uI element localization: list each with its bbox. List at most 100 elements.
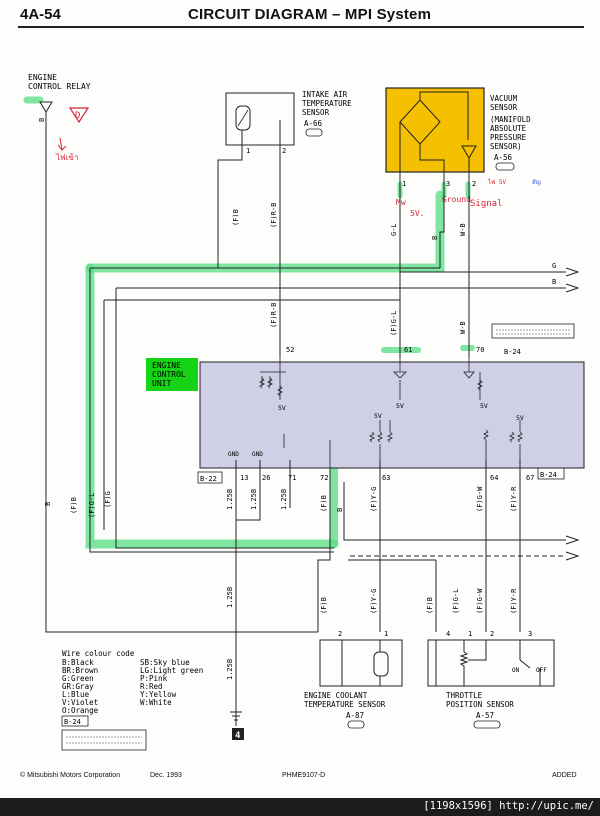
vacuum-label-2: SENSOR <box>490 103 518 112</box>
ground-number-box <box>232 728 244 740</box>
throttle-pin-1: 1 <box>468 630 472 638</box>
wire-label-wb-mid: W-B <box>459 321 467 334</box>
throttle-pin-3: 3 <box>528 630 532 638</box>
intake-air-sensor-box <box>225 92 295 146</box>
connector-b24-top <box>491 323 575 339</box>
handwritten-relay-note: ไฟเข้า <box>55 153 78 162</box>
wire-label-125b-1: 1.25B <box>226 489 234 510</box>
handwritten-small-note: ไฟ 5V <box>487 178 506 186</box>
ecu-pin-52: 52 <box>286 346 294 354</box>
wire-label-125b-4: 1.25B <box>226 587 234 608</box>
vacuum-label-6: SENSOR) <box>490 142 522 151</box>
relay-label-2: CONTROL RELAY <box>28 82 91 91</box>
ecu-label-1: ENGINE <box>152 361 181 370</box>
wire-label-g-right: G <box>552 262 556 270</box>
wire-label-fgl-throttle: (F)G-L <box>452 589 460 614</box>
ecu-5v-c: 5V <box>480 402 488 410</box>
wire-label-125b-2: 1.25B <box>250 489 258 510</box>
intake-pin-2: 2 <box>282 147 286 155</box>
footer-company: © Mitsubishi Motors Corporation <box>20 772 121 779</box>
ecu-gnd-1: GND <box>228 451 239 458</box>
svg-text:GR:Gray: GR:Gray <box>62 682 94 691</box>
wire-label-fb-left: (F)B <box>70 497 78 514</box>
handwritten-d: D <box>75 111 80 121</box>
watermark-text: [1198x1596] http://upic.me/ <box>423 800 594 812</box>
ecu-internal-circuit <box>259 358 523 470</box>
coolant-connector-id: A-87 <box>346 711 364 720</box>
ecu-gnd-2: GND <box>252 451 263 458</box>
connector-b24-label: B-24 <box>504 348 521 356</box>
connector-b24-bottom-label: B-24 <box>540 471 557 479</box>
thermistor-icon <box>373 651 389 677</box>
throttle-label-1: THROTTLE <box>446 691 483 700</box>
connector-icon <box>495 162 515 171</box>
handwritten-small-note-2: สัญ <box>532 179 541 186</box>
wire-label-fg-left: (F)G <box>104 491 112 508</box>
coolant-label-2: TEMPERATURE SENSOR <box>304 700 386 709</box>
svg-text:O:Orange: O:Orange <box>62 706 99 715</box>
coolant-pin-1: 1 <box>384 630 388 638</box>
ecu-pin-67: 67 <box>526 474 534 482</box>
throttle-connector-id: A-57 <box>476 711 494 720</box>
relay-terminal-icon <box>39 101 53 113</box>
thermistor-icon <box>235 105 251 131</box>
intake-pin-1: 1 <box>246 147 250 155</box>
coolant-pin-2: 2 <box>338 630 342 638</box>
legend-title: Wire colour code <box>62 649 135 658</box>
vacuum-pin-3: 3 <box>446 180 450 188</box>
throttle-off-label: OFF <box>536 667 547 674</box>
svg-text:LG:Light green: LG:Light green <box>140 666 203 675</box>
throttle-on-label: ON <box>512 667 520 674</box>
throttle-pin-2: 2 <box>490 630 494 638</box>
legend-right-column: SB:Sky blue LG:Light green P:Pink R:Red … <box>140 658 203 707</box>
intake-air-label-2: TEMPERATURE <box>302 99 352 108</box>
wire-label-frb-top: (F)R-B <box>270 203 278 228</box>
vacuum-label-3: (MANIFOLD <box>490 115 531 124</box>
vacuum-pin-1: 1 <box>402 180 406 188</box>
throttle-label-2: POSITION SENSOR <box>446 700 514 709</box>
connector-b24-bottom-box <box>537 467 565 480</box>
page-title: CIRCUIT DIAGRAM – MPI System <box>188 6 432 23</box>
wire-label-fb-72: (F)B <box>320 495 328 512</box>
throttle-pin-4: 4 <box>446 630 450 638</box>
wire-label-125b-5: 1.25B <box>226 659 234 680</box>
svg-text:B:Black: B:Black <box>62 658 94 667</box>
amplifier-icon <box>461 145 477 159</box>
connector-b22-label: B-22 <box>200 475 217 483</box>
connector-icon <box>305 128 323 137</box>
footer-status: ADDED <box>552 772 577 779</box>
page-number: 4A-54 <box>20 6 61 23</box>
wire-label-fyg-coolant: (F)Y-G <box>370 589 378 614</box>
intake-air-label-1: INTAKE AIR <box>302 90 348 99</box>
relay-label-1: ENGINE <box>28 73 57 82</box>
wire-label-fgl-left: (F)G-L <box>88 493 96 518</box>
ecu-pin-61: 61 <box>404 346 412 354</box>
ecu-5v-d: 5V <box>374 412 382 420</box>
svg-text:Y:Yellow: Y:Yellow <box>140 690 177 699</box>
wire-label-b-right: B <box>552 278 556 286</box>
wires-lower <box>89 268 566 726</box>
wire-label-frb-mid: (F)R-B <box>270 303 278 328</box>
arrow-right-icon <box>565 267 580 293</box>
svg-text:R:Red: R:Red <box>140 682 163 691</box>
footer-date: Dec. 1993 <box>150 772 182 779</box>
svg-text:W:White: W:White <box>140 698 172 707</box>
wire-label-fgw-64: (F)G-W <box>476 486 484 512</box>
ecu-pin-26: 26 <box>262 474 270 482</box>
coolant-sensor-box <box>319 639 403 687</box>
ecu-pin-64: 64 <box>490 474 498 482</box>
svg-text:V:Violet: V:Violet <box>62 698 98 707</box>
svg-text:G:Green: G:Green <box>62 674 94 683</box>
svg-text:BR:Brown: BR:Brown <box>62 666 98 675</box>
coolant-label-1: ENGINE COOLANT <box>304 691 368 700</box>
ecu-label-3: UNIT <box>152 379 171 388</box>
footer-code: PHME9107-D <box>282 772 326 779</box>
ecu-pin-13: 13 <box>240 474 248 482</box>
ecu-label-2: CONTROL <box>152 370 186 379</box>
wire-label-fgl-mid: (F)G-L <box>390 311 398 336</box>
wire-label-gl-top: G-L <box>390 223 398 236</box>
vacuum-label-1: VACUUM <box>490 94 518 103</box>
ecu-label-badge <box>146 358 198 391</box>
throttle-sensor-box <box>427 639 555 687</box>
